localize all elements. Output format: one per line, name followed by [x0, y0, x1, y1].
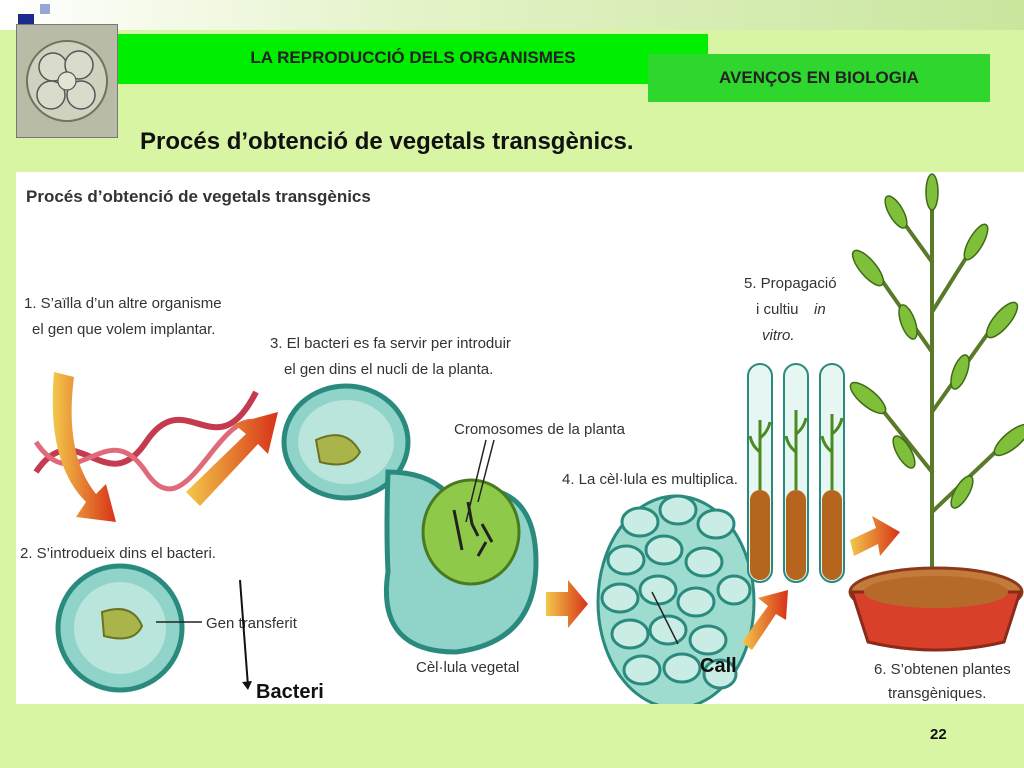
transgenic-plant [849, 173, 1024, 592]
step6-line2: transgèniques. [888, 685, 986, 702]
gen-transferit-label: Gen transferit [206, 615, 298, 632]
step3-line1: 3. El bacteri es fa servir per introduir [270, 335, 511, 352]
slide-title: Procés d’obtenció de vegetals transgènic… [140, 128, 634, 155]
page-number: 22 [930, 726, 947, 743]
bacteri-pointer-arrowhead [242, 681, 252, 690]
embryo-cells-image [17, 25, 117, 137]
chromosomes-pointer-lines [465, 439, 495, 523]
step1-line1: 1. S’aïlla d’un altre organisme [24, 295, 222, 312]
chromosomes-label: Cromosomes de la planta [454, 421, 626, 438]
header-title: LA REPRODUCCIÓ DELS ORGANISMES [250, 48, 576, 67]
top-decorative-stripe [0, 0, 1024, 30]
step6-line1: 6. S’obtenen plantes [874, 661, 1011, 678]
arrow-step4-to-step5 [742, 590, 788, 650]
step5-line2: i cultiu [756, 301, 799, 318]
flower-pot [848, 566, 1024, 652]
header-banner-secondary [648, 54, 990, 102]
bacterium [55, 563, 185, 693]
header-subtitle: AVENÇOS EN BIOLOGIA [719, 68, 919, 87]
bacteri-label: Bacteri [256, 681, 324, 703]
figure-heading: Procés d’obtenció de vegetals transgènic… [26, 187, 371, 206]
arrow-step2-to-step3 [186, 412, 278, 506]
arrow-step3-to-step4 [546, 580, 588, 628]
embryo-cell-photo [16, 24, 118, 138]
step4-text: 4. La cèl·lula es multiplica. [562, 471, 738, 488]
arrow-step5-to-step6 [850, 516, 900, 556]
cell-vegetal-label: Cèl·lula vegetal [416, 659, 519, 676]
header-banner-primary [118, 34, 708, 84]
cell-cluster [596, 494, 756, 710]
step5-line3: vitro. [762, 327, 795, 344]
step2-text: 2. S’introdueix dins el bacteri. [20, 545, 216, 562]
step5-line1: 5. Propagació [744, 275, 837, 292]
step3-line2: el gen dins el nucli de la planta. [284, 361, 493, 378]
arrow-step1-to-step2 [52, 372, 116, 522]
step5-in: in [814, 301, 826, 318]
call-label: Call [700, 655, 737, 677]
figure-canvas: Procés d’obtenció de vegetals transgènic… [20, 173, 1024, 710]
decorative-square-small [40, 4, 50, 14]
step1-line2: el gen que volem implantar. [32, 321, 215, 338]
call-pointer-line [651, 591, 679, 645]
test-tubes [747, 363, 845, 583]
plant-cell-with-bacterium [281, 383, 539, 655]
bacteri-pointer-line [239, 579, 249, 687]
transgenic-process-figure: Procés d’obtenció de vegetals transgènic… [16, 172, 1024, 710]
